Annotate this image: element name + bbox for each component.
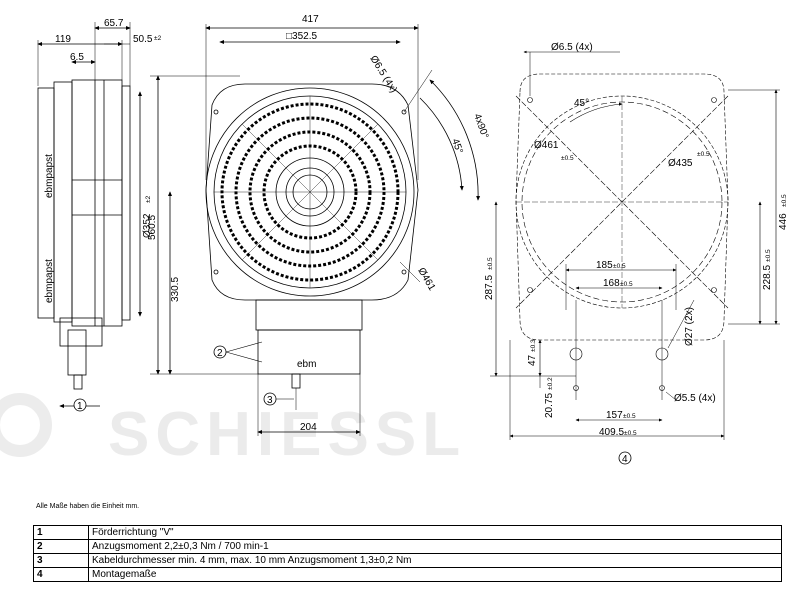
- legend-table: 1 Förderrichtung "V" 2 Anzugsmoment 2,2±…: [33, 525, 782, 582]
- side-view: [37, 22, 142, 408]
- svg-text:560.5: 560.5: [147, 215, 158, 240]
- callout-2: [213, 341, 263, 363]
- svg-text:Ø352: Ø352: [142, 213, 153, 238]
- svg-text:ebmpapst: ebmpapst: [44, 259, 55, 303]
- callout-4: 4: [618, 451, 632, 465]
- svg-text:ebm: ebm: [297, 359, 316, 370]
- technical-drawing: SCHIESSL 119 65.7 50.5 ±2 6.5 Ø352 ±2 eb…: [0, 14, 789, 469]
- legend-number: 1: [33, 525, 89, 540]
- svg-text:±0.5: ±0.5: [487, 257, 494, 270]
- front-view-labels: 417 □352.5 Ø6.5 (4x) 45° 4x90° Ø461 560.…: [147, 14, 490, 433]
- units-note: Alle Maße haben die Einheit mm.: [36, 503, 140, 510]
- svg-text:±2: ±2: [145, 195, 152, 203]
- svg-text:330.5: 330.5: [170, 277, 181, 302]
- svg-text:185: 185: [596, 260, 613, 271]
- svg-text:417: 417: [302, 14, 319, 25]
- legend-text: Kabeldurchmesser min. 4 mm, max. 10 mm A…: [88, 553, 782, 568]
- schiessl-watermark: SCHIESSL: [0, 393, 466, 469]
- svg-text:45°: 45°: [449, 137, 465, 155]
- legend-text: Anzugsmoment 2,2±0,3 Nm / 700 min-1: [88, 539, 782, 554]
- svg-text:119: 119: [55, 34, 71, 45]
- svg-text:4: 4: [622, 454, 628, 465]
- svg-text:±0.3: ±0.3: [530, 339, 537, 352]
- svg-text:±0.5: ±0.5: [623, 413, 636, 420]
- svg-text:Ø435: Ø435: [668, 158, 693, 169]
- svg-text:6.5: 6.5: [70, 52, 84, 63]
- svg-text:□352.5: □352.5: [286, 31, 318, 42]
- svg-text:Ø6.5 (4x): Ø6.5 (4x): [551, 42, 593, 53]
- svg-text:50.5: 50.5: [133, 34, 153, 45]
- legend-row: 4 Montagemaße: [33, 567, 782, 582]
- callout-3: [263, 392, 294, 406]
- legend-row: 2 Anzugsmoment 2,2±0,3 Nm / 700 min-1: [33, 539, 782, 554]
- svg-text:±0.5: ±0.5: [781, 194, 788, 207]
- side-view-labels: 119 65.7 50.5 ±2 6.5 Ø352 ±2 ebmpapst eb…: [44, 18, 162, 303]
- svg-text:±0.5: ±0.5: [620, 281, 633, 288]
- svg-text:±0.5: ±0.5: [765, 249, 772, 262]
- svg-text:Ø461: Ø461: [415, 266, 437, 293]
- callout-2-number: 2: [217, 348, 223, 359]
- svg-text:65.7: 65.7: [104, 18, 124, 29]
- svg-text:±0.5: ±0.5: [613, 263, 626, 270]
- svg-text:Ø5.5 (4x): Ø5.5 (4x): [674, 393, 716, 404]
- svg-text:±0.5: ±0.5: [697, 151, 710, 158]
- svg-text:47: 47: [527, 354, 538, 366]
- legend-number: 4: [33, 567, 89, 582]
- svg-text:±0.5: ±0.5: [561, 155, 574, 162]
- svg-text:Ø461: Ø461: [534, 140, 559, 151]
- legend-row: 3 Kabeldurchmesser min. 4 mm, max. 10 mm…: [33, 553, 782, 568]
- svg-text:±2: ±2: [154, 35, 162, 42]
- svg-text:±0.2: ±0.2: [547, 377, 554, 390]
- callout-1: 1: [73, 398, 87, 412]
- legend-number: 2: [33, 539, 89, 554]
- svg-text:ebmpapst: ebmpapst: [44, 154, 55, 198]
- mount-view-labels: Ø6.5 (4x) 45° Ø461 ±0.5 Ø435 ±0.5 446 ±0…: [484, 42, 789, 438]
- svg-text:204: 204: [300, 422, 317, 433]
- svg-text:409.5: 409.5: [599, 427, 624, 438]
- svg-text:20.75: 20.75: [544, 393, 555, 418]
- mount-view: [490, 50, 780, 440]
- svg-text:228.5: 228.5: [762, 265, 773, 290]
- svg-text:Ø6.5 (4x): Ø6.5 (4x): [367, 54, 398, 95]
- svg-text:287.5: 287.5: [484, 275, 495, 300]
- legend-number: 3: [33, 553, 89, 568]
- svg-text:1: 1: [77, 401, 83, 412]
- svg-text:Ø27 (2x): Ø27 (2x): [684, 307, 695, 346]
- svg-text:168: 168: [603, 278, 620, 289]
- legend-text: Montagemaße: [88, 567, 782, 582]
- legend-row: 1 Förderrichtung "V": [33, 525, 782, 540]
- svg-text:SCHIESSL: SCHIESSL: [108, 400, 466, 469]
- svg-text:157: 157: [606, 410, 623, 421]
- svg-text:4x90°: 4x90°: [471, 112, 490, 140]
- svg-text:45°: 45°: [574, 98, 589, 109]
- svg-text:±0.5: ±0.5: [624, 430, 637, 437]
- legend-text: Förderrichtung "V": [88, 525, 782, 540]
- callout-3-number: 3: [267, 395, 273, 406]
- front-view: [150, 24, 481, 436]
- svg-text:446: 446: [778, 213, 789, 230]
